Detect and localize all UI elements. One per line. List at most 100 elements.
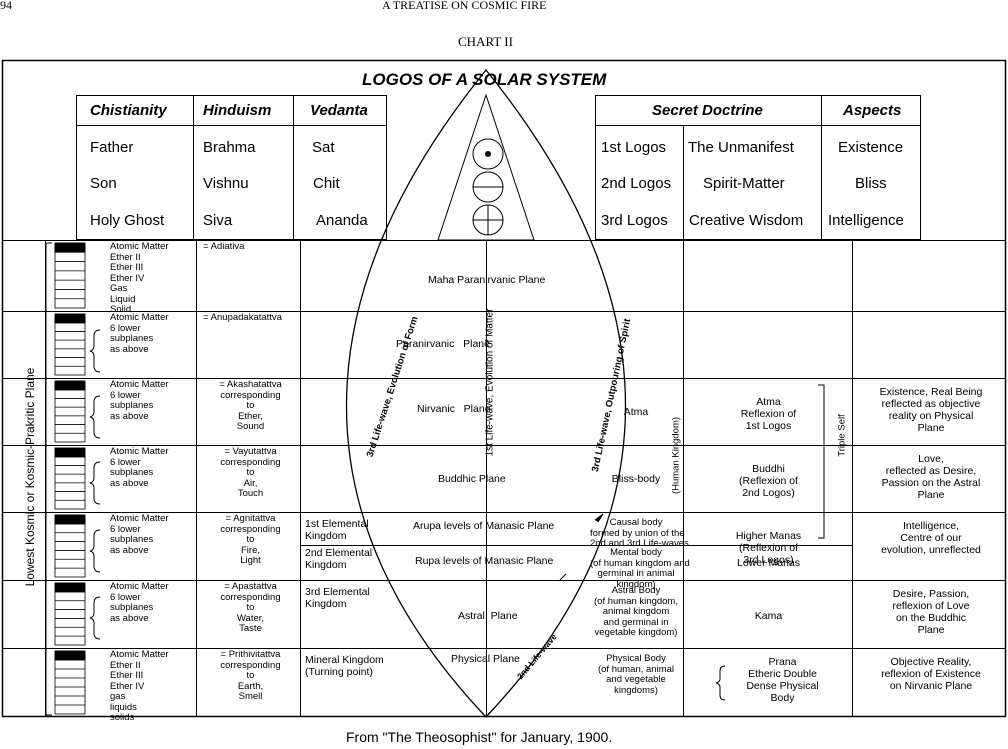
- source-footer: From "The Theosophist" for January, 1900…: [346, 729, 613, 745]
- body-text-line: and vegetable: [606, 674, 666, 685]
- subplanes-list-line: Ether III: [110, 670, 144, 681]
- subplanes-list-line: subplanes: [110, 333, 154, 344]
- subplanes-list-line: Atomic Matter: [110, 446, 169, 457]
- chart-label: CHART II: [458, 34, 513, 49]
- subplanes-list-line: Atomic Matter: [110, 379, 169, 390]
- atomic-subplane: [54, 447, 86, 458]
- plane-name: Buddhic Plane: [438, 473, 506, 485]
- subplanes-list-line: Gas: [110, 283, 128, 294]
- body-text-line: Atma: [623, 406, 649, 418]
- subplane-ladder: [54, 242, 86, 309]
- tattva-text-line: to: [246, 602, 255, 613]
- subplanes-list-line: Ether IV: [110, 680, 145, 692]
- subplanes-list-line: 6 lower: [110, 523, 141, 535]
- aspect-text-line: Objective Reality,: [890, 656, 972, 668]
- tattva-text-line: to: [246, 670, 255, 681]
- header-aspects: Aspects: [843, 102, 902, 119]
- header-hinduism: Hinduism: [203, 102, 272, 119]
- kingdom-text-line: 3rd Elemental: [305, 586, 370, 598]
- tattva-text-line: Water,: [236, 612, 265, 624]
- aspect-text-line: Existence, Real Being: [879, 386, 983, 398]
- plane-name: Physical Plane: [451, 653, 520, 665]
- plane-name: Nirvanic Plane: [417, 403, 491, 415]
- human-kingdom-label: (Human Kingdom): [670, 416, 682, 495]
- subplanes-list-line: solids: [110, 712, 135, 723]
- cell-holy-ghost: Holy Ghost: [90, 212, 165, 229]
- subplanes-list-line: as above: [110, 477, 149, 489]
- principle-text-line: Atma: [756, 396, 781, 408]
- aspect-text-line: reflected as Desire,: [885, 465, 977, 477]
- aspect-text-line: evolution, unreflected: [881, 544, 981, 556]
- tattva-text-line: Taste: [239, 623, 262, 634]
- tattva-text-line: = Anupadakatattva: [203, 312, 282, 323]
- kingdom-text-line: Kingdom: [305, 598, 347, 610]
- cell-creative-wisdom: Creative Wisdom: [689, 212, 804, 229]
- subplanes-list-line: as above: [110, 544, 149, 556]
- subplanes-list-line: Ether II: [110, 659, 141, 671]
- aspect-text-line: Passion on the Astral: [881, 477, 981, 489]
- subplanes-list-line: as above: [110, 343, 149, 355]
- subplanes-list-line: 6 lower: [110, 591, 141, 603]
- subplanes-list-line: Atomic Matter: [110, 312, 169, 323]
- tattva-text-line: corresponding: [220, 389, 281, 401]
- subplanes-list-line: Ether III: [110, 262, 144, 273]
- cell-brahma: Brahma: [203, 139, 256, 156]
- aspect-text-line: on the Buddhic: [895, 612, 967, 624]
- aspect-text-line: Intelligence,: [902, 520, 960, 532]
- cell-siva: Siva: [203, 212, 233, 229]
- subplane-ladder: [54, 650, 86, 715]
- tattva-text-line: to: [246, 534, 255, 545]
- body-text-line: and germinal in: [603, 616, 669, 628]
- subplanes-list-line: Solid: [110, 304, 132, 315]
- body-text-line: vegetable kingdom): [594, 627, 678, 638]
- aspect-text-line: Plane: [917, 422, 945, 434]
- tattva-text-line: corresponding: [220, 591, 281, 603]
- kingdom-text: Mineral Kingdom(Turning point): [305, 654, 405, 678]
- atomic-subplane: [54, 242, 86, 253]
- body-text-line: Bliss-body: [611, 473, 661, 485]
- body-text: Bliss-body: [590, 473, 682, 485]
- aspect-text: Love,reflected as Desire,Passion on the …: [856, 453, 1006, 501]
- atomic-subplane: [54, 380, 86, 391]
- kingdom-text-line: 1st Elemental: [305, 518, 369, 530]
- tattva-text: = Anupadakatattva: [203, 312, 298, 324]
- atomic-subplane: [54, 650, 86, 661]
- cell-intelligence: Intelligence: [828, 212, 904, 229]
- aspect-text-line: reflexion of Existence: [881, 668, 981, 680]
- body2-text-line: Mental body: [610, 547, 662, 558]
- cell-2nd-logos: 2nd Logos: [601, 175, 672, 192]
- subplanes-list-line: subplanes: [110, 467, 154, 478]
- tattva-text-line: Touch: [237, 488, 264, 499]
- tattva-text-line: = Akashatattva: [219, 379, 282, 390]
- principle-text-line: Body: [770, 692, 795, 704]
- subplanes-list-line: as above: [110, 612, 149, 624]
- principle-text-line: 2nd Logos): [742, 487, 795, 499]
- first-wave-label: 1st Life-wave, Evolution of Matter: [484, 308, 496, 457]
- kingdom-text-line: Kingdom: [305, 530, 347, 542]
- tattva-text-line: Light: [240, 555, 261, 566]
- cell-vishnu: Vishnu: [203, 175, 249, 192]
- tattva-text-line: = Prithivitattva: [220, 649, 281, 660]
- subplanes-list-line: subplanes: [110, 400, 154, 411]
- kingdom2-text-line: Kingdom: [305, 559, 347, 571]
- lowest-kosmic-label: Lowest Kosmic or Kosmic-Prakritic Plane: [23, 367, 37, 587]
- atomic-subplane: [54, 582, 86, 593]
- kingdom-text-line: (Turning point): [305, 666, 373, 678]
- tattva-text-line: corresponding: [220, 523, 281, 535]
- cell-3rd-logos: 3rd Logos: [601, 212, 668, 229]
- tattva-text-line: to: [246, 467, 255, 478]
- subplanes-list-line: 6 lower: [110, 322, 141, 334]
